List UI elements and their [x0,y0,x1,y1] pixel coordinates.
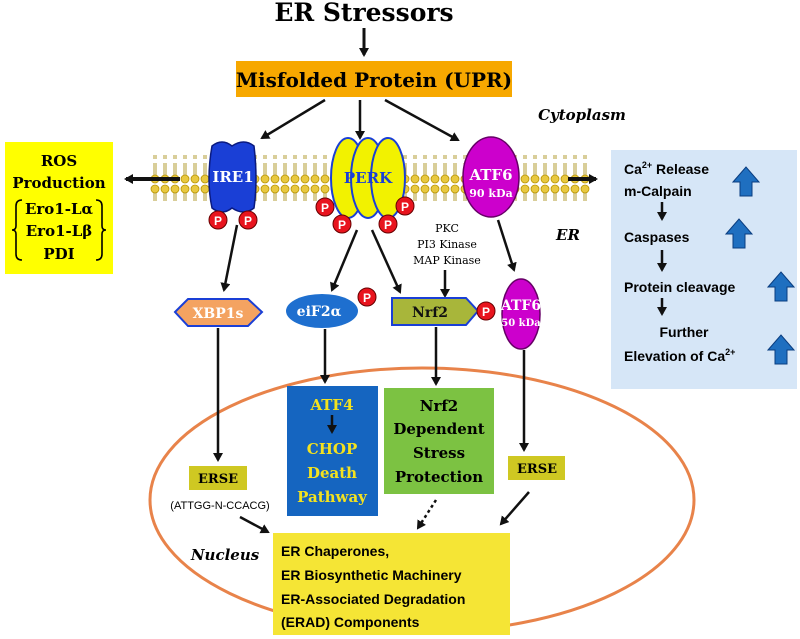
xbp1s-label: XBP1s [193,306,244,322]
output-box [273,533,510,635]
atf4-line2: CHOP [307,440,357,458]
nrf2-box-line2: Dependent [393,420,484,438]
svg-text:P: P [401,200,409,214]
erse-right-label: ERSE [517,462,557,477]
nrf2-label: Nrf2 [412,305,448,321]
ros-item-ero1a: Ero1-Lα [25,200,94,218]
erse-right-box [508,456,565,480]
arrow-ire1-xbp1s [220,224,239,292]
further-line: Further [660,324,710,340]
arrow-nrf2-output-dotted [416,499,438,530]
ire1-phospho-left: P [208,210,228,230]
perk-phospho-3: P [378,214,398,234]
up-arrow-icon [724,218,754,249]
output-line1: ER Chaperones, [281,543,389,559]
atf4-line4: Pathway [297,488,368,506]
svg-text:P: P [244,214,252,228]
atf4-line3: Death [307,464,357,482]
kinase-pi3: PI3 Kinase [417,238,477,251]
calcium-box [611,150,797,389]
up-arrow-icon [731,166,761,197]
perk-phospho-4: P [395,196,415,216]
output-line2: ER Biosynthetic Machinery [281,567,462,583]
arrow-perk-nrf2 [370,229,402,294]
elevation-line: Elevation of Ca2+ [624,347,735,364]
eif2a-label: eiF2α [297,304,342,320]
arrow-perk-eif2a [330,229,359,292]
nucleus-label: Nucleus [190,546,260,564]
ros-item-pdi: PDI [43,245,74,263]
nrf2-shape [391,297,480,326]
up-arrow-icon [766,271,796,302]
cytoplasm-label: Cytoplasm [538,106,626,124]
up-arrow-icon [766,334,796,365]
svg-text:P: P [384,218,392,232]
atf6-cleaved-size: 50 kDa [501,318,541,329]
atf6-receptor [462,136,520,218]
erse-left-label: ERSE [198,472,238,487]
upr-box [236,61,512,97]
svg-text:P: P [338,218,346,232]
er-label: ER [555,226,580,244]
ire1-receptor [208,141,257,213]
svg-text:P: P [214,214,222,228]
atf4-line1: ATF4 [309,396,353,414]
output-line4: (ERAD) Components [281,614,420,630]
atf6-cleaved-label: ATF6 [500,298,541,314]
output-line3: ER-Associated Degradation [281,591,465,607]
nrf2-box-line1: Nrf2 [420,397,459,415]
arrow-erse-left-output [239,515,270,534]
nrf2-phospho: P [476,301,496,321]
kinase-map: MAP Kinase [413,254,481,267]
svg-text:P: P [321,201,329,215]
erse-sequence: (ATTGG-N-CCACG) [170,500,269,512]
perk-phospho-1: P [315,197,335,217]
nrf2-box-line3: Stress [413,444,465,462]
upr-label: Misfolded Protein (UPR) [236,68,512,92]
ros-item-ero1b: Ero1-Lβ [26,222,93,240]
arrow-upr-atf6 [384,98,460,142]
xbp1s-shape [173,298,264,327]
ros-line1: ROS [41,152,77,170]
ca-release-line: Ca2+ Release [624,160,709,177]
arrow-erse-right-output [499,491,530,526]
ros-bracket-left [11,199,23,261]
atf4-box [287,386,378,516]
nrf2-box-line4: Protection [395,468,483,486]
arrow-upr-ire1 [260,98,326,140]
nrf2-protection-box [384,388,494,494]
ros-bracket-right [95,199,107,261]
perk-phospho-2: P [332,214,352,234]
arrow-atf6-cleavage [496,219,517,272]
erse-left-box [189,466,247,490]
ros-box [5,142,113,274]
kinase-pkc: PKC [435,222,459,235]
ros-line2: Production [12,174,105,192]
eif2a-phospho: P [357,287,377,307]
caspases-line: Caspases [624,229,690,245]
atf6-size: 90 kDa [469,187,512,200]
calpain-line: m-Calpain [624,183,692,199]
atf6-cleaved-shape [501,278,541,350]
svg-text:P: P [363,291,371,305]
ire1-phospho-right: P [238,210,258,230]
svg-text:P: P [482,305,490,319]
title: ER Stressors [274,0,453,27]
ire1-label: IRE1 [212,168,253,186]
atf6-label: ATF6 [468,166,512,184]
perk-label: PERK [344,169,393,187]
eif2a-shape [286,294,358,328]
cleavage-line: Protein cleavage [624,279,735,295]
